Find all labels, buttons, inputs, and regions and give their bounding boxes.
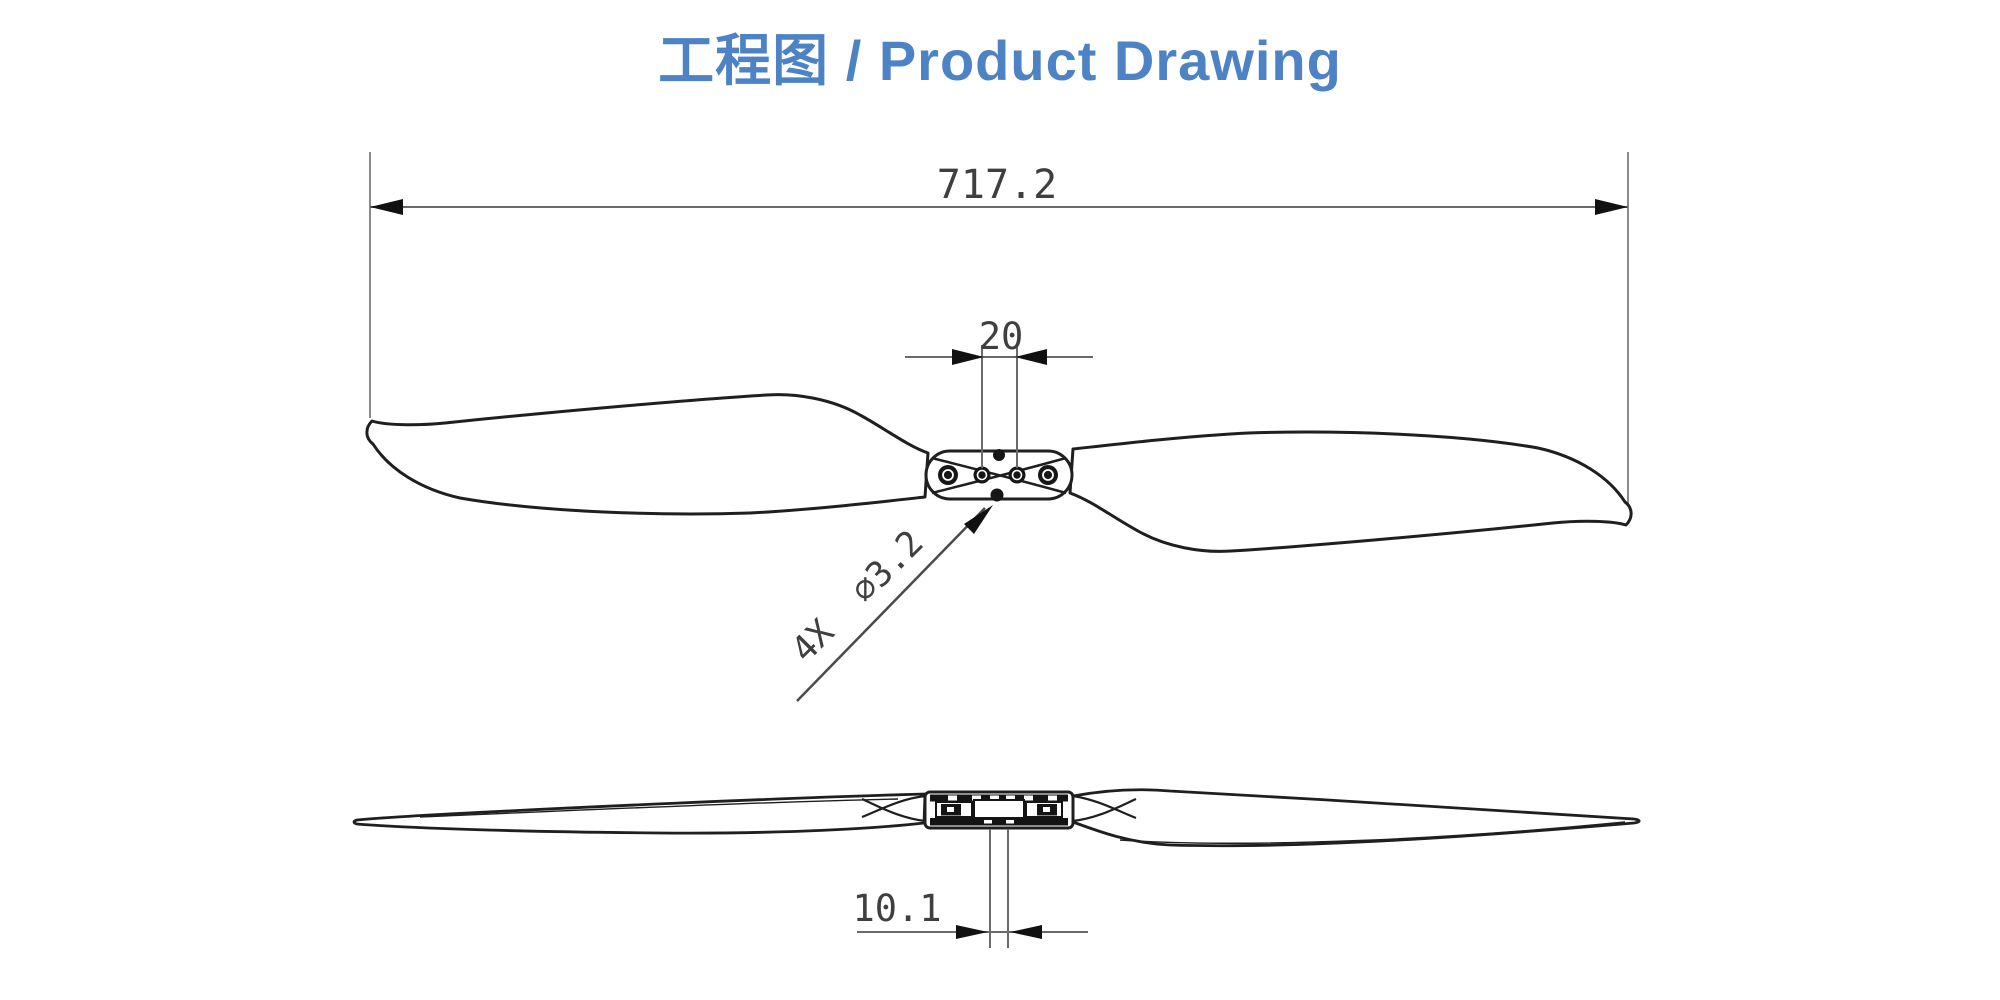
leader-line [796,507,986,702]
hub-mount-width-label: 20 [979,315,1024,358]
dimension-overall-length: 717.2 [369,152,1629,515]
arrowhead-right-icon [1010,925,1042,939]
dimension-hub-thickness: 10.1 [852,829,1088,948]
blade-left-side-view [352,792,927,835]
hub-pivot-bolt-bottom [990,488,1004,502]
arrowhead-right-icon [1015,349,1047,365]
arrowhead-left-icon [956,925,988,939]
hole-callout-label: 4X ⌀3.2 [784,523,931,670]
leader-arrowhead-icon [964,505,993,534]
blade-left-root-fold [861,794,926,823]
hub-clamp-curve [931,456,1067,495]
arrowhead-right-icon [1595,199,1628,215]
hub-side-view [923,790,1075,830]
blade-right-top-view [1068,430,1633,553]
blade-left-edge-detail [419,798,899,818]
propeller-side-view [352,788,1641,848]
hole-callout-leader: 4X ⌀3.2 [784,505,993,702]
page-title: 工程图 / Product Drawing [658,29,1342,92]
arrowhead-left-icon [952,349,984,365]
hub-mounting-holes [938,465,1058,485]
hub-thickness-label: 10.1 [852,887,941,930]
blade-right-root-fold [1072,794,1137,823]
blade-left-top-view [365,393,930,516]
overall-length-label: 717.2 [937,162,1057,208]
blade-right-edge-detail [1119,821,1626,844]
blade-right-side-view [1071,788,1641,848]
arrowhead-left-icon [370,199,403,215]
propeller-top-view [365,393,1633,553]
hub-pivot-bolt-top [993,449,1005,461]
dimension-hub-mount-width: 20 [905,315,1093,468]
